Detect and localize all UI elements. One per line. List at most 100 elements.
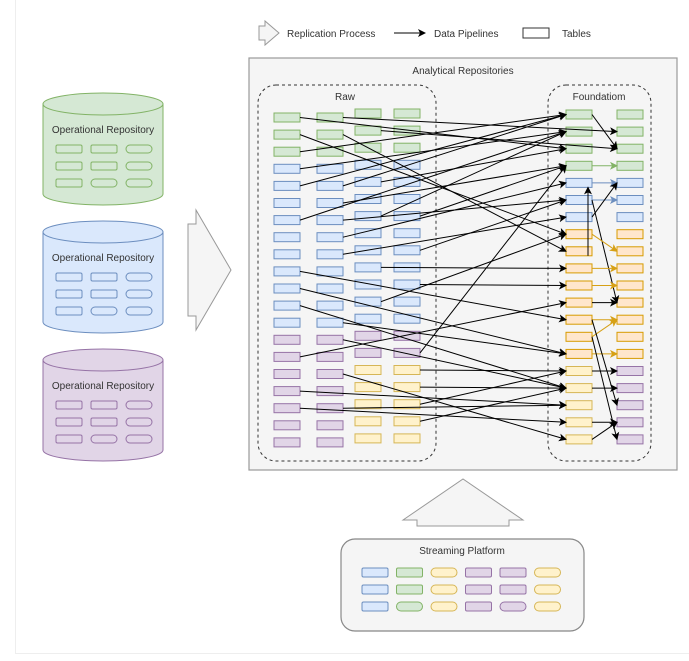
raw-table[interactable] xyxy=(316,249,344,260)
raw-table[interactable] xyxy=(273,386,301,397)
streaming-table[interactable] xyxy=(465,567,492,578)
raw-table[interactable] xyxy=(273,266,301,277)
foundation-table[interactable] xyxy=(565,263,593,274)
raw-table[interactable] xyxy=(316,369,344,379)
streaming-table[interactable] xyxy=(361,601,389,612)
raw-table[interactable] xyxy=(354,176,382,187)
foundation-table[interactable] xyxy=(565,434,593,445)
raw-table[interactable] xyxy=(273,129,301,140)
raw-table[interactable] xyxy=(316,283,344,294)
raw-table[interactable] xyxy=(354,313,382,324)
foundation-table[interactable] xyxy=(565,126,593,137)
raw-table[interactable] xyxy=(393,125,421,136)
foundation-table[interactable] xyxy=(565,348,593,359)
raw-table[interactable] xyxy=(354,108,382,119)
raw-table[interactable] xyxy=(316,180,344,191)
raw-table[interactable] xyxy=(393,108,421,119)
foundation-table[interactable] xyxy=(616,383,644,394)
streaming-table[interactable] xyxy=(534,601,561,612)
foundation-table[interactable] xyxy=(616,314,644,325)
raw-table[interactable] xyxy=(273,180,301,191)
foundation-table[interactable] xyxy=(616,229,644,240)
raw-table[interactable] xyxy=(393,365,421,375)
raw-table[interactable] xyxy=(273,300,301,311)
foundation-table[interactable] xyxy=(565,400,593,411)
foundation-table[interactable] xyxy=(616,195,644,205)
foundation-table[interactable] xyxy=(616,348,644,359)
raw-table[interactable] xyxy=(273,112,301,123)
foundation-table[interactable] xyxy=(565,109,593,120)
foundation-table[interactable] xyxy=(616,263,644,274)
foundation-table[interactable] xyxy=(616,160,644,171)
foundation-table[interactable] xyxy=(616,212,644,223)
streaming-table[interactable] xyxy=(430,567,458,578)
raw-table[interactable] xyxy=(354,382,382,393)
foundation-table[interactable] xyxy=(565,160,593,171)
raw-table[interactable] xyxy=(273,317,301,328)
raw-table[interactable] xyxy=(273,163,301,174)
foundation-table[interactable] xyxy=(616,280,644,291)
raw-table[interactable] xyxy=(354,262,382,273)
raw-table[interactable] xyxy=(273,198,301,208)
raw-table[interactable] xyxy=(273,351,301,362)
foundation-table[interactable] xyxy=(616,297,644,308)
foundation-table[interactable] xyxy=(616,177,644,188)
raw-table[interactable] xyxy=(354,416,382,427)
raw-table[interactable] xyxy=(273,232,301,243)
streaming-table[interactable] xyxy=(499,601,527,612)
raw-table[interactable] xyxy=(354,399,382,410)
raw-table[interactable] xyxy=(393,245,421,256)
foundation-table[interactable] xyxy=(616,143,644,154)
raw-table[interactable] xyxy=(316,420,344,431)
raw-table[interactable] xyxy=(273,420,301,431)
raw-table[interactable] xyxy=(393,296,421,307)
streaming-table[interactable] xyxy=(430,584,458,595)
foundation-table[interactable] xyxy=(565,177,593,188)
raw-table[interactable] xyxy=(316,129,344,140)
raw-table[interactable] xyxy=(316,334,344,345)
foundation-table[interactable] xyxy=(616,246,644,257)
foundation-table[interactable] xyxy=(616,126,644,137)
raw-table[interactable] xyxy=(316,403,344,414)
raw-table[interactable] xyxy=(273,215,301,226)
streaming-table[interactable] xyxy=(534,584,561,595)
streaming-table[interactable] xyxy=(499,584,527,595)
foundation-table[interactable] xyxy=(565,297,593,308)
streaming-table[interactable] xyxy=(499,567,527,578)
raw-table[interactable] xyxy=(316,300,344,311)
raw-table[interactable] xyxy=(393,279,421,290)
raw-table[interactable] xyxy=(354,279,382,290)
raw-table[interactable] xyxy=(316,351,344,362)
streaming-table[interactable] xyxy=(465,601,492,612)
raw-table[interactable] xyxy=(316,317,344,328)
raw-table[interactable] xyxy=(393,228,421,239)
streaming-table[interactable] xyxy=(361,584,389,595)
raw-table[interactable] xyxy=(354,228,382,239)
foundation-table[interactable] xyxy=(616,331,644,342)
foundation-table[interactable] xyxy=(565,280,593,291)
streaming-table[interactable] xyxy=(361,567,389,578)
streaming-table[interactable] xyxy=(430,601,458,612)
raw-table[interactable] xyxy=(393,313,421,324)
raw-table[interactable] xyxy=(316,198,344,208)
raw-table[interactable] xyxy=(273,146,301,157)
streaming-table[interactable] xyxy=(396,601,423,612)
foundation-table[interactable] xyxy=(616,366,644,376)
raw-table[interactable] xyxy=(393,159,421,170)
raw-table[interactable] xyxy=(316,386,344,397)
raw-table[interactable] xyxy=(316,232,344,243)
raw-table[interactable] xyxy=(393,433,421,444)
foundation-table[interactable] xyxy=(565,331,593,342)
raw-table[interactable] xyxy=(273,249,301,260)
raw-table[interactable] xyxy=(354,433,382,444)
raw-table[interactable] xyxy=(316,215,344,226)
foundation-table[interactable] xyxy=(616,109,644,120)
foundation-table[interactable] xyxy=(616,434,644,445)
raw-table[interactable] xyxy=(273,283,301,294)
foundation-table[interactable] xyxy=(616,417,644,428)
raw-table[interactable] xyxy=(316,266,344,277)
foundation-table[interactable] xyxy=(565,417,593,428)
raw-table[interactable] xyxy=(354,365,382,375)
streaming-table[interactable] xyxy=(396,584,423,595)
raw-table[interactable] xyxy=(393,416,421,427)
